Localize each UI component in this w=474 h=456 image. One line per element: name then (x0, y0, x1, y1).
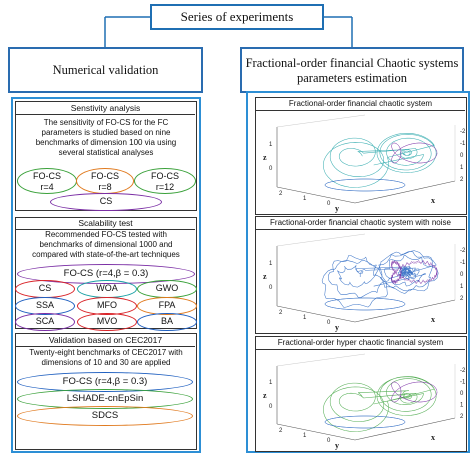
oval-sca: SCA (15, 313, 75, 331)
text-line: compared with state-of-the-art technique… (32, 250, 180, 259)
oval-label: FO-CS (91, 171, 119, 181)
plot-title: Fractional-order hyper chaotic financial… (256, 337, 465, 350)
sensitivity-text: The sensitivity of FO-CS for the FC para… (18, 118, 194, 158)
oval-woa: WOA (77, 280, 137, 298)
oval-label: r=12 (155, 182, 175, 192)
oval-mvo: MVO (77, 313, 137, 331)
plot-chaotic-system-noise: Fractional-order financial chaotic syste… (255, 216, 467, 334)
page-title: Series of experiments (150, 4, 324, 30)
oval-sdcs: SDCS (17, 406, 193, 426)
oval-fo-cs-r12: FO-CS r=12 (134, 168, 196, 194)
plot-hyper-chaotic-system: Fractional-order hyper chaotic financial… (255, 336, 467, 452)
cec-text: Twenty-eight benchmarks of CEC2017 with … (18, 348, 194, 368)
text-line: Twenty-eight benchmarks of CEC2017 with (29, 348, 183, 357)
oval-gwo: GWO (137, 280, 197, 298)
text-line: benchmarks of dimensional 1000 and (39, 240, 173, 249)
oval-cs: CS (15, 280, 75, 298)
text-line: several statistical analyses (58, 148, 154, 157)
plot-chaotic-system: Fractional-order financial chaotic syste… (255, 97, 467, 215)
parameter-estimation-heading: Fractional-order financial Chaotic syste… (240, 47, 464, 93)
text-line: parameters is studied based on nine (41, 128, 171, 137)
oval-label: FO-CS (151, 171, 179, 181)
oval-label: r=4 (40, 182, 54, 192)
plot-title: Fractional-order financial chaotic syste… (256, 98, 465, 111)
cec-title: Validation based on CEC2017 (16, 334, 195, 347)
text-line: Recommended FO-CS tested with (45, 230, 167, 239)
oval-label: r=8 (98, 182, 112, 192)
text-line: benchmarks of dimension 100 via using (35, 138, 177, 147)
heading-line: Fractional-order financial Chaotic syste… (245, 56, 459, 70)
oval-cs: CS (50, 193, 162, 211)
oval-ba: BA (137, 313, 197, 331)
scalability-text: Recommended FO-CS tested with benchmarks… (18, 230, 194, 260)
oval-fo-cs-r4: FO-CS r=4 (17, 168, 77, 194)
scalability-title: Scalability test (16, 218, 195, 230)
text-line: dimensions of 10 and 30 are applied (41, 358, 171, 367)
oval-fo-cs-r8: FO-CS r=8 (76, 168, 134, 194)
sensitivity-title: Senstivity analysis (16, 102, 195, 115)
numerical-validation-heading: Numerical validation (8, 47, 203, 93)
heading-line: parameters estimation (296, 71, 408, 85)
connector-lines (104, 16, 353, 47)
plot-title: Fractional-order financial chaotic syste… (256, 217, 465, 230)
oval-label: FO-CS (33, 171, 61, 181)
text-line: The sensitivity of FO-CS for the FC (43, 118, 169, 127)
